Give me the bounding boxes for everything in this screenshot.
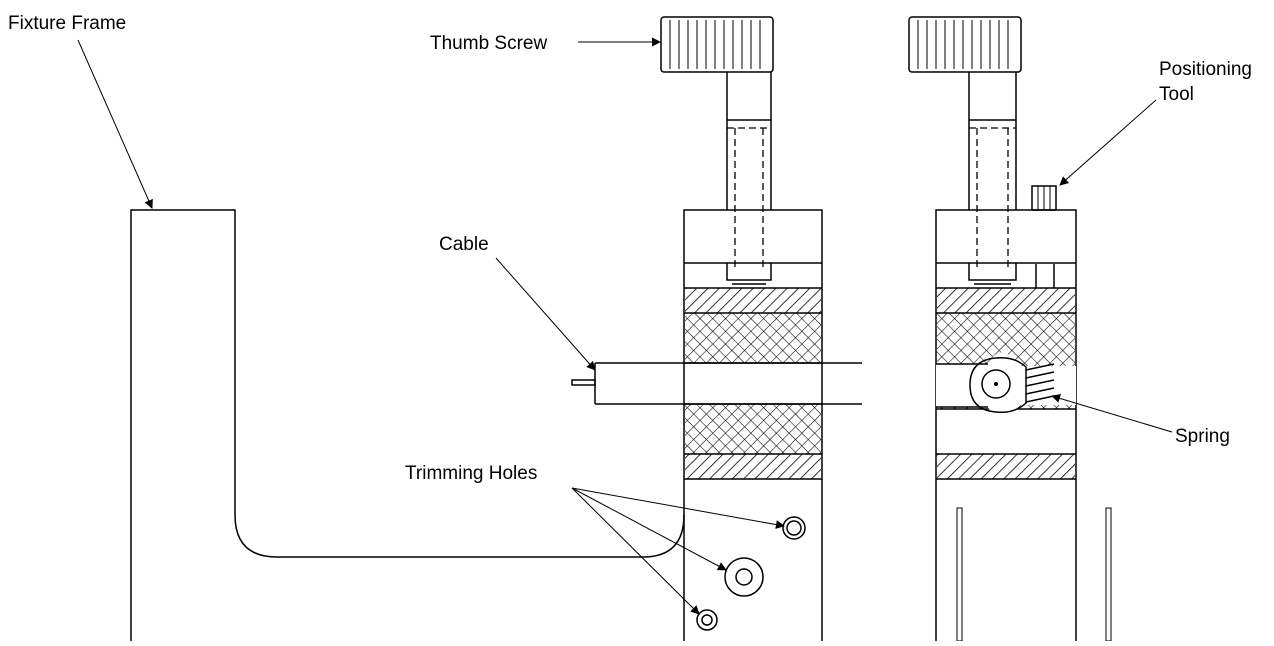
cable bbox=[571, 362, 862, 405]
label-spring: Spring bbox=[1175, 426, 1230, 447]
left-hatch-top bbox=[685, 288, 821, 313]
left-block bbox=[683, 209, 823, 641]
positioning-tool bbox=[1031, 185, 1057, 211]
left-thumb-screw bbox=[660, 16, 774, 285]
right-block bbox=[935, 209, 1112, 642]
spring-assembly bbox=[969, 356, 1055, 414]
label-trimming-holes: Trimming Holes bbox=[405, 463, 537, 484]
label-fixture-frame: Fixture Frame bbox=[8, 13, 126, 34]
left-crosshatch-bottom bbox=[685, 404, 821, 454]
trimming-holes bbox=[696, 516, 806, 631]
fixture-frame-outline bbox=[130, 209, 685, 641]
label-thumb-screw: Thumb Screw bbox=[430, 33, 547, 54]
right-thumb-screw bbox=[908, 16, 1022, 285]
label-positioning-tool-2: Tool bbox=[1159, 84, 1194, 105]
label-cable: Cable bbox=[439, 234, 489, 255]
left-crosshatch-top bbox=[685, 313, 821, 363]
label-positioning-tool-1: Positioning bbox=[1159, 59, 1252, 80]
left-hatch-bottom bbox=[685, 454, 821, 479]
leader-lines bbox=[77, 37, 1173, 615]
